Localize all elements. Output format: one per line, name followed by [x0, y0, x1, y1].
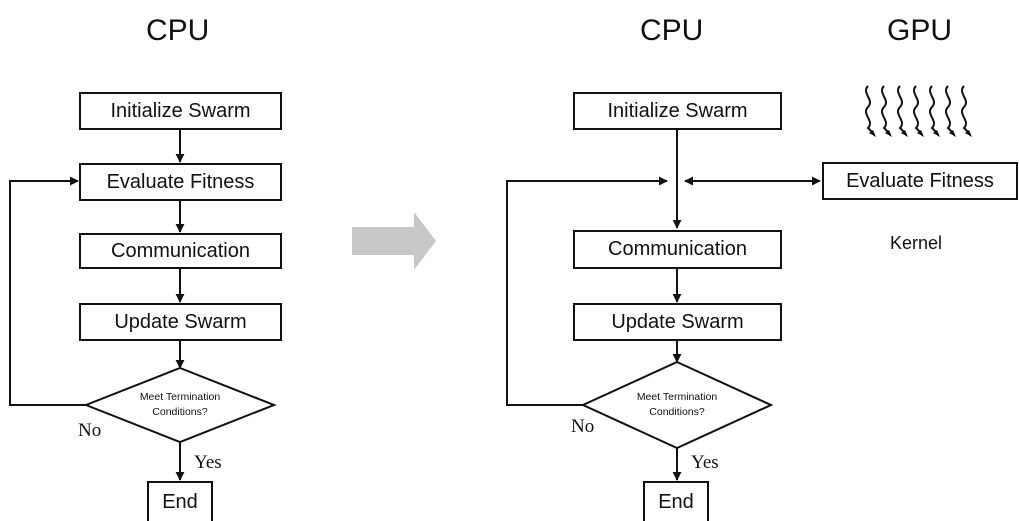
- cpu-title: CPU: [146, 14, 210, 47]
- transition-arrow: [352, 212, 436, 270]
- cpu-gpu-flow-connectors: [506, 130, 821, 481]
- update-swarm-box: Update Swarm: [573, 303, 782, 341]
- kernel-label: Kernel: [890, 233, 943, 253]
- gpu-threads-icon: [865, 85, 971, 135]
- evaluate-fitness-box: Evaluate Fitness: [79, 163, 282, 201]
- cpu-title: CPU: [640, 14, 704, 47]
- end-box: End: [147, 481, 213, 521]
- gpu-evaluate-fitness-box: Evaluate Fitness: [822, 162, 1018, 200]
- no-label: No: [571, 416, 595, 437]
- communication-box: Communication: [573, 230, 782, 269]
- loop-back-arrow: [9, 176, 86, 406]
- update-swarm-box: Update Swarm: [79, 303, 282, 341]
- communication-box: Communication: [79, 233, 282, 269]
- loop-back-arrow: [506, 176, 668, 406]
- yes-label: Yes: [194, 452, 222, 473]
- gpu-title: GPU: [887, 14, 953, 47]
- initialize-swarm-box: Initialize Swarm: [573, 92, 782, 130]
- no-label: No: [78, 420, 102, 441]
- termination-condition-label: Meet Termination Conditions?: [139, 391, 221, 418]
- end-box: End: [643, 481, 709, 521]
- termination-condition-label: Meet Termination Conditions?: [636, 391, 718, 418]
- gpu-thread-arrowheads: [869, 130, 972, 137]
- yes-label: Yes: [691, 452, 719, 473]
- termination-decision-diamond: [580, 360, 774, 450]
- cpu-flow-connectors: [9, 130, 185, 481]
- termination-decision-diamond: [83, 366, 277, 444]
- initialize-swarm-box: Initialize Swarm: [79, 92, 282, 130]
